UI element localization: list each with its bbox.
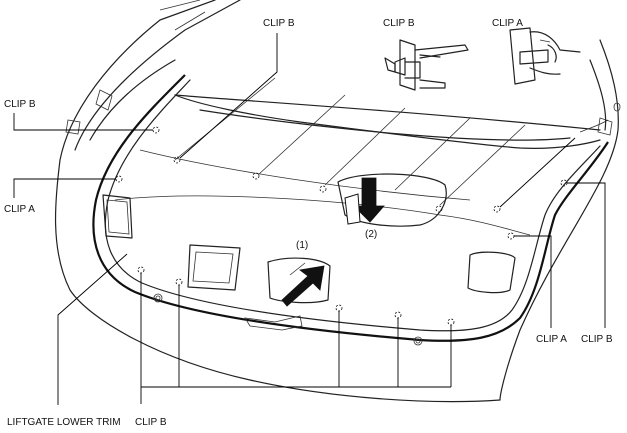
leader-lines <box>13 33 606 405</box>
clip-marker <box>319 185 327 193</box>
clip-marker <box>115 175 123 183</box>
clip-marker <box>137 266 145 274</box>
clip-marker <box>173 156 181 164</box>
label-clip-b-left: CLIP B <box>4 99 36 110</box>
upper-trim-panel <box>174 77 613 206</box>
label-clip-b-detail: CLIP B <box>383 18 415 29</box>
label-step-1: (1) <box>296 240 309 251</box>
clip-markers <box>115 126 568 326</box>
label-clip-b-right: CLIP B <box>581 334 613 345</box>
hinge-pin <box>613 102 621 112</box>
label-clip-a-detail: CLIP A <box>492 18 523 29</box>
lower-trim-panel <box>92 74 609 346</box>
clip-marker <box>493 205 501 213</box>
latch-cutout <box>244 315 303 331</box>
lamp-pocket <box>187 244 241 291</box>
grip-pocket <box>267 257 331 304</box>
clip-marker <box>175 278 183 286</box>
screw-left <box>153 293 163 303</box>
clip-marker <box>152 126 160 134</box>
clip-marker <box>435 205 443 213</box>
label-clip-a-left: CLIP A <box>4 204 35 215</box>
arrow-2-pull <box>344 177 385 225</box>
clip-marker <box>335 304 343 312</box>
side-recess-right <box>467 251 516 294</box>
label-clip-a-right: CLIP A <box>536 334 567 345</box>
hinge-left <box>95 89 113 111</box>
clip-marker <box>447 318 455 326</box>
clip-a-detail <box>509 27 581 85</box>
side-recess-left <box>102 194 133 239</box>
clip-marker <box>394 311 402 319</box>
liftgate-body <box>54 0 621 403</box>
screw-right <box>413 336 423 346</box>
label-clip-b-bottom: CLIP B <box>135 417 167 428</box>
clip-marker <box>507 232 515 240</box>
arrow-1-pull <box>281 262 325 307</box>
clip-marker <box>252 172 260 180</box>
clip-b-detail <box>384 39 469 91</box>
label-clip-b-top: CLIP B <box>263 18 295 29</box>
label-step-2: (2) <box>365 229 378 240</box>
upper-grip-pocket <box>337 173 447 227</box>
label-liftgate-lower-trim: LIFTGATE LOWER TRIM <box>7 417 121 428</box>
